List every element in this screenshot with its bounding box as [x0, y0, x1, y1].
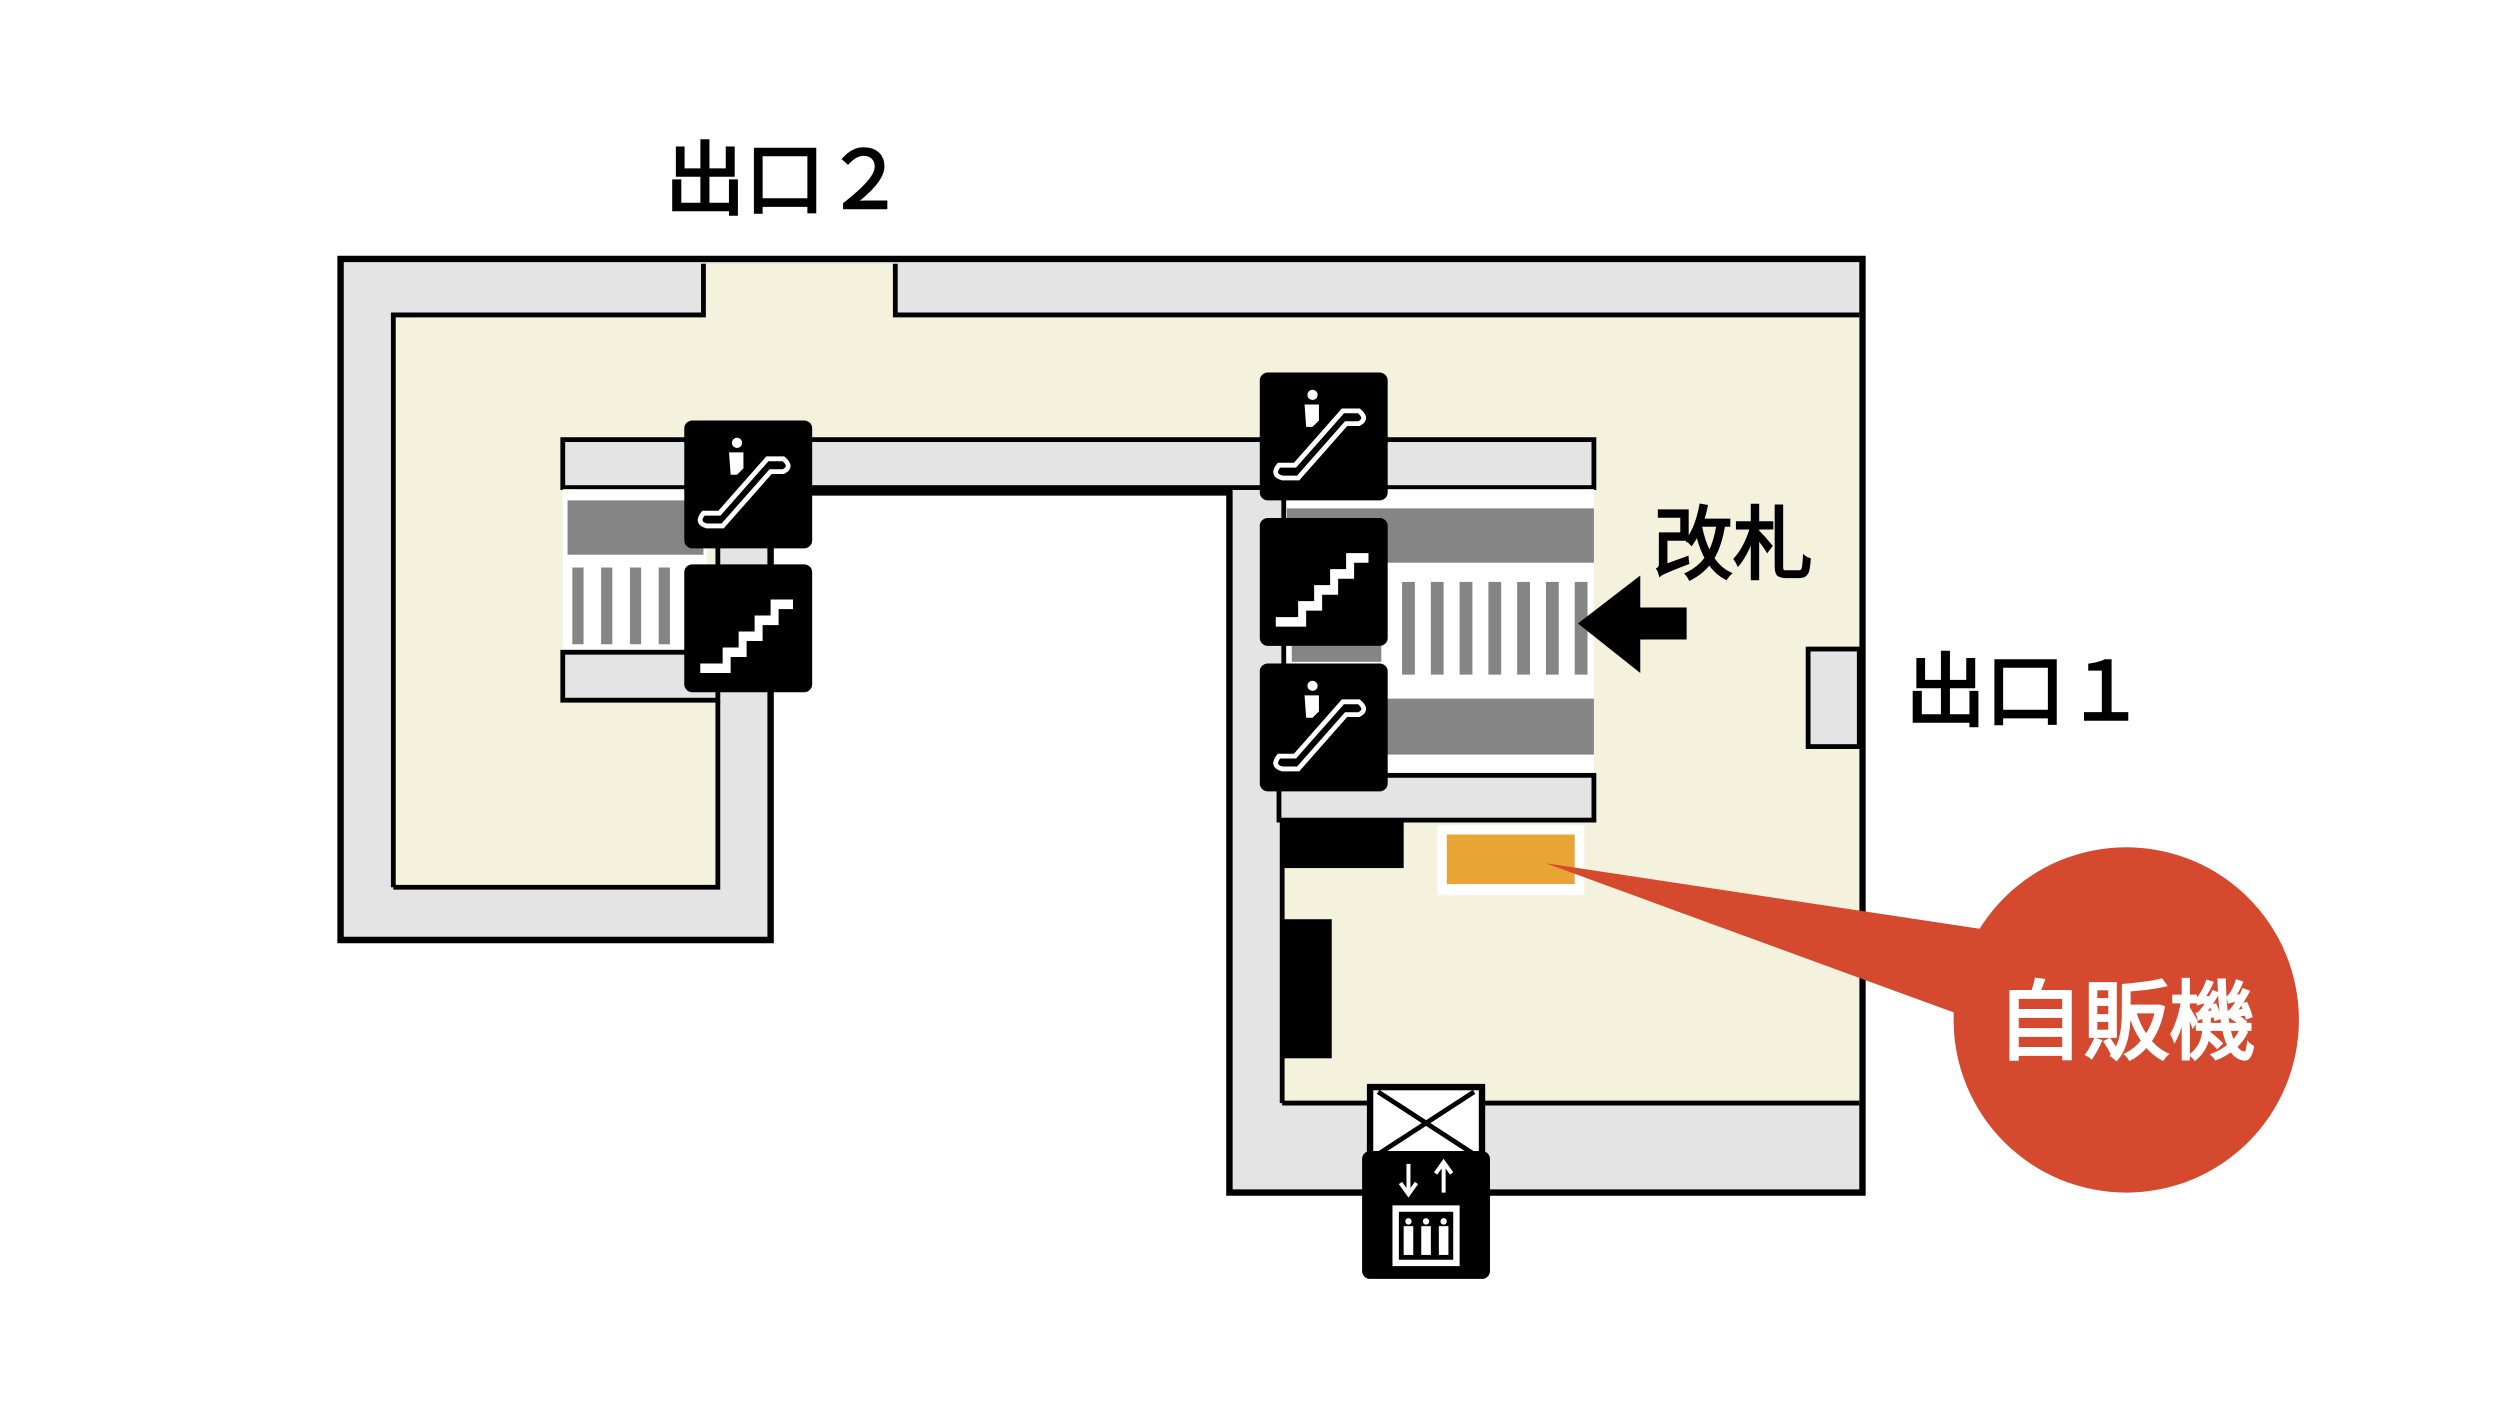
stairs-icon[interactable]	[684, 564, 813, 693]
arrow-left-icon	[1577, 575, 1687, 674]
vending-machine[interactable]	[1446, 834, 1575, 885]
escalator-icon[interactable]	[1260, 372, 1388, 500]
ticket-gate-label: 改札	[1653, 498, 1813, 591]
exit1-door[interactable]	[1805, 646, 1862, 749]
exit2-label: 出口２	[665, 134, 905, 227]
stairs-icon[interactable]	[1259, 517, 1388, 646]
elevator-icon[interactable]	[1362, 1083, 1490, 1279]
escalator-icon[interactable]	[1260, 663, 1388, 791]
ticket-gates[interactable]	[1291, 581, 1588, 675]
escalator-icon[interactable]	[684, 420, 812, 548]
vending-machine-callout: 自販機	[1545, 847, 2299, 1193]
left-stairway	[560, 489, 721, 703]
exit1-label: 出口１	[1906, 645, 2146, 738]
vending-machine-label: 自販機	[1997, 973, 2256, 1073]
